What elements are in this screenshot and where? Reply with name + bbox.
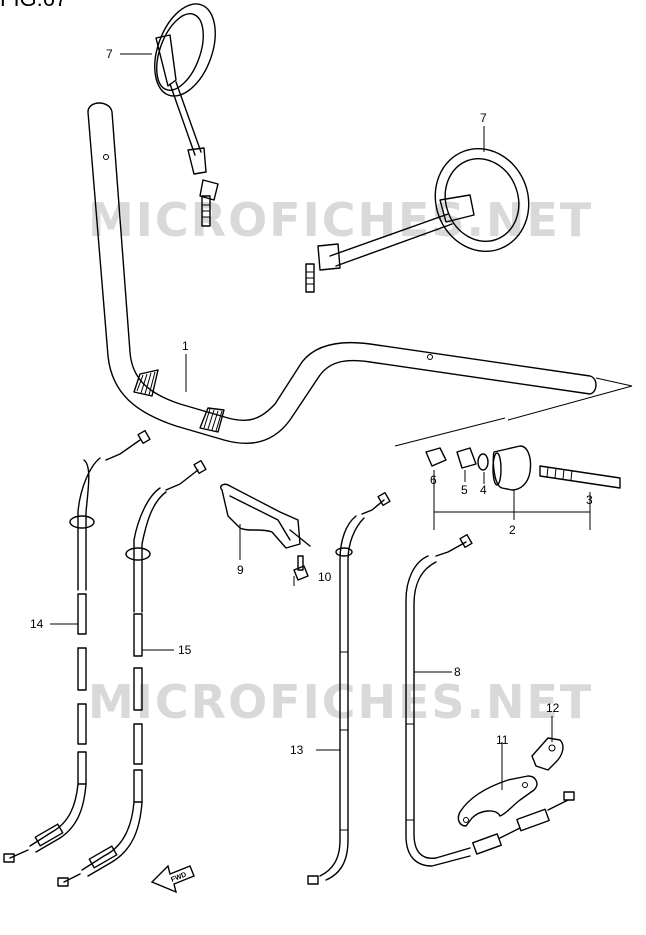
callout-10: 10	[318, 570, 332, 584]
wire-holder[interactable]	[220, 483, 311, 549]
bar-end-balancer[interactable]	[425, 445, 621, 491]
callout-4: 4	[480, 483, 487, 497]
bolt[interactable]	[293, 555, 309, 581]
figure-title: FIG.67	[0, 0, 67, 12]
forward-arrow-icon: FWD	[150, 864, 195, 894]
cable-clamp[interactable]	[531, 737, 564, 771]
throttle-cable-13[interactable]	[3, 429, 151, 863]
callout-13: 14	[30, 617, 44, 631]
watermark-top: MICROFICHES.NET	[88, 193, 593, 247]
callout-8: 8	[454, 665, 461, 679]
callout-3: 3	[586, 493, 593, 507]
callout-12: 12	[546, 701, 560, 715]
throttle-cable-14[interactable]	[57, 459, 207, 887]
callout-15: 13	[290, 743, 304, 757]
assembly-bracket	[433, 470, 591, 530]
callout-5: 5	[461, 483, 468, 497]
callout-7-left: 7	[106, 47, 113, 61]
callout-7-right: 7	[480, 111, 487, 125]
callout-14: 15	[178, 643, 192, 657]
clutch-cable-15[interactable]	[307, 491, 391, 885]
callout-11: 11	[496, 733, 509, 747]
break-line	[394, 377, 633, 447]
mirror-left[interactable]	[143, 0, 227, 227]
callout-9: 9	[237, 563, 244, 577]
leader-lines-2-6	[464, 470, 515, 520]
callout-1: 1	[182, 339, 189, 353]
cable-guide-plate[interactable]	[457, 775, 538, 827]
callout-2: 2	[509, 523, 516, 537]
cable-8[interactable]	[405, 533, 575, 867]
handlebar[interactable]	[87, 102, 597, 444]
callout-6: 6	[430, 473, 437, 487]
mirror-right[interactable]	[305, 135, 543, 293]
leader-lines	[50, 53, 553, 790]
